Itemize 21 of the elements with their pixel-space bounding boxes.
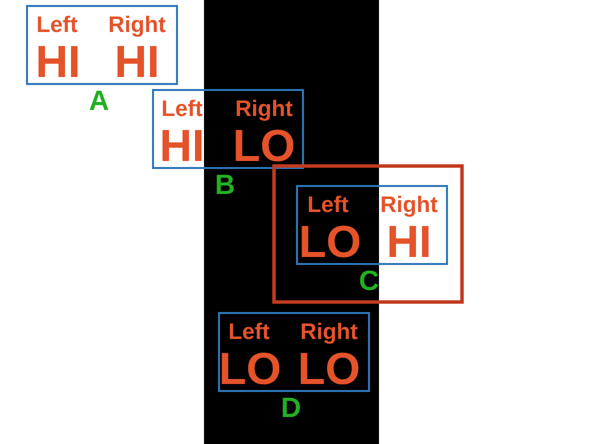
column-heading: Left — [162, 100, 202, 116]
state-value: HI — [118, 46, 156, 77]
caption-letter: C — [360, 270, 378, 290]
caption-letter: B — [216, 174, 234, 194]
column-heading: Left — [230, 322, 270, 340]
state-value: HI — [390, 226, 428, 257]
column-heading: Right — [236, 100, 292, 121]
state-value: HI — [162, 130, 202, 161]
state-value: HI — [38, 46, 78, 77]
highlight-frame — [272, 164, 464, 304]
state-value: LO — [222, 352, 280, 384]
state-value: LO — [302, 226, 360, 258]
caption-letter: D — [282, 398, 300, 417]
state-value: LO — [236, 130, 294, 162]
state-value: LO — [300, 352, 358, 384]
column-heading: Right — [302, 322, 358, 344]
caption-letter: A — [90, 90, 108, 110]
column-heading: Right — [110, 16, 166, 37]
column-heading: Left — [308, 196, 348, 212]
column-heading: Left — [38, 16, 78, 32]
column-heading: Right — [382, 196, 438, 217]
